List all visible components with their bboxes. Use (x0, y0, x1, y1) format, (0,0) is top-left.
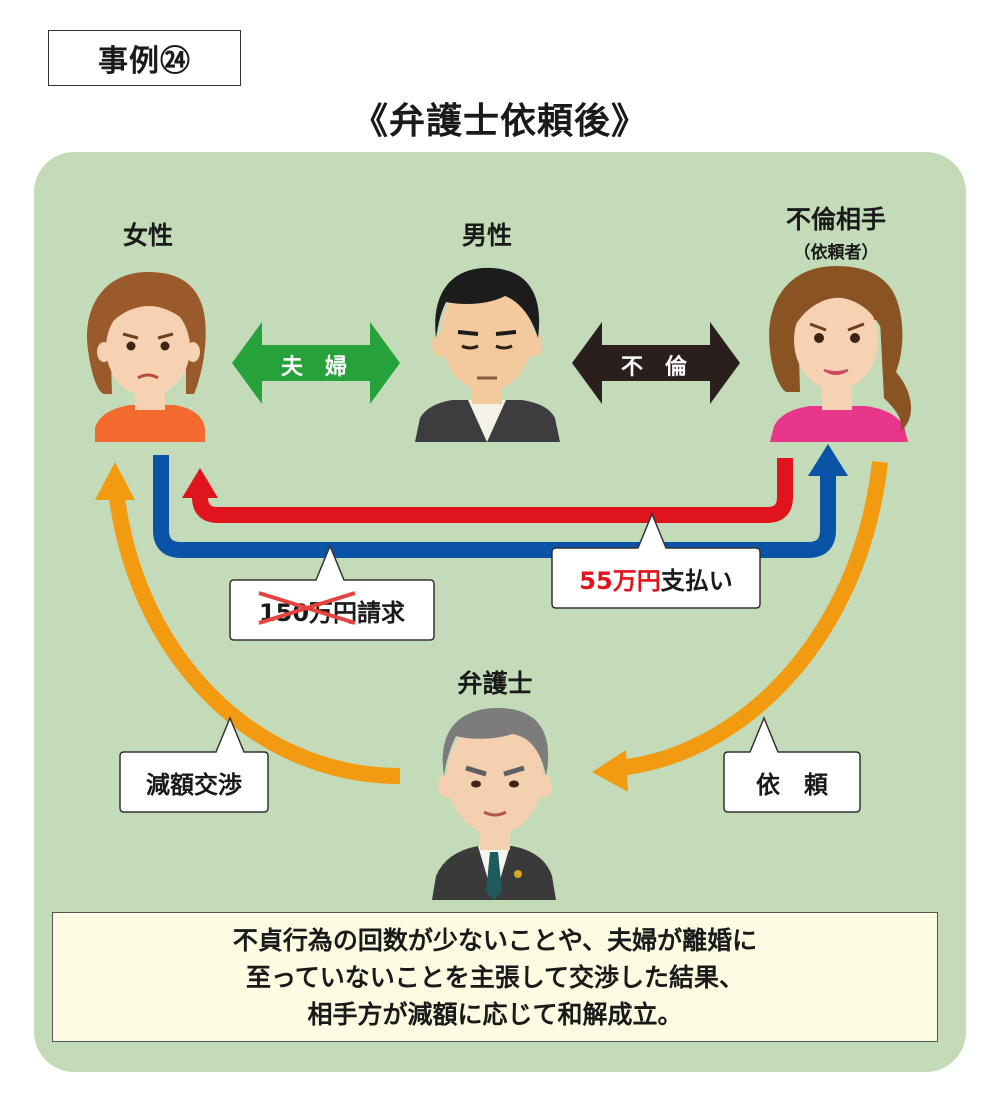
strikethrough-cross-icon (258, 590, 356, 625)
negotiation-text: 減額交渉 (146, 770, 242, 799)
woman-figure (86, 272, 206, 442)
payment-line (192, 458, 793, 523)
affair-partner-note: （依頼者） (793, 243, 879, 263)
claim-arrowhead (808, 444, 848, 476)
lawyer-figure (432, 708, 556, 900)
affair-partner-figure (769, 266, 912, 442)
lawyer-label: 弁護士 (457, 669, 533, 698)
claim-text: 150万円 請求 (230, 580, 434, 640)
payment-suffix: 支払い (660, 566, 733, 595)
man-figure (415, 267, 560, 442)
negotiation-arrow-line (107, 479, 401, 784)
married-label: 夫婦 (280, 355, 369, 380)
claim-suffix: 請求 (357, 598, 406, 627)
claim-amount: 150万円 (258, 598, 358, 627)
diagram-panel (34, 152, 966, 1072)
summary-line-1: 不貞行為の回数が少ないことや、夫婦が離婚に (232, 925, 758, 955)
affair-partner-name: 不倫相手 (785, 205, 886, 234)
payment-amount: 55万円 (579, 566, 661, 595)
summary-line-3: 相手方が減額に応じて和解成立。 (307, 999, 683, 1029)
payment-text: 55万円 支払い (552, 548, 760, 608)
summary-line-2: 至っていないことを主張して交渉した結果、 (245, 962, 744, 992)
claim-line (153, 455, 836, 558)
affair-label: 不倫 (620, 355, 709, 380)
man-label: 男性 (461, 221, 512, 250)
summary-box: 不貞行為の回数が少ないことや、夫婦が離婚に 至っていないことを主張して交渉した結… (52, 912, 938, 1042)
woman-label: 女性 (122, 221, 173, 250)
married-arrow (232, 322, 400, 404)
negotiation-arrowhead (95, 462, 135, 500)
request-arrowhead (592, 750, 628, 792)
payment-callout (551, 512, 761, 609)
affair-arrow (572, 322, 740, 404)
request-arrow-line (617, 461, 888, 776)
negotiation-callout (119, 716, 269, 813)
payment-arrowhead (182, 468, 218, 498)
struck-claim-amount: 150万円 (258, 590, 358, 628)
request-text: 依 頼 (756, 770, 828, 799)
page-title: 《弁護士依頼後》 (351, 101, 648, 142)
request-callout (723, 716, 861, 813)
case-label: 事例㉔ (48, 30, 241, 86)
affair-partner-label: 不倫相手 （依頼者） (736, 200, 936, 263)
